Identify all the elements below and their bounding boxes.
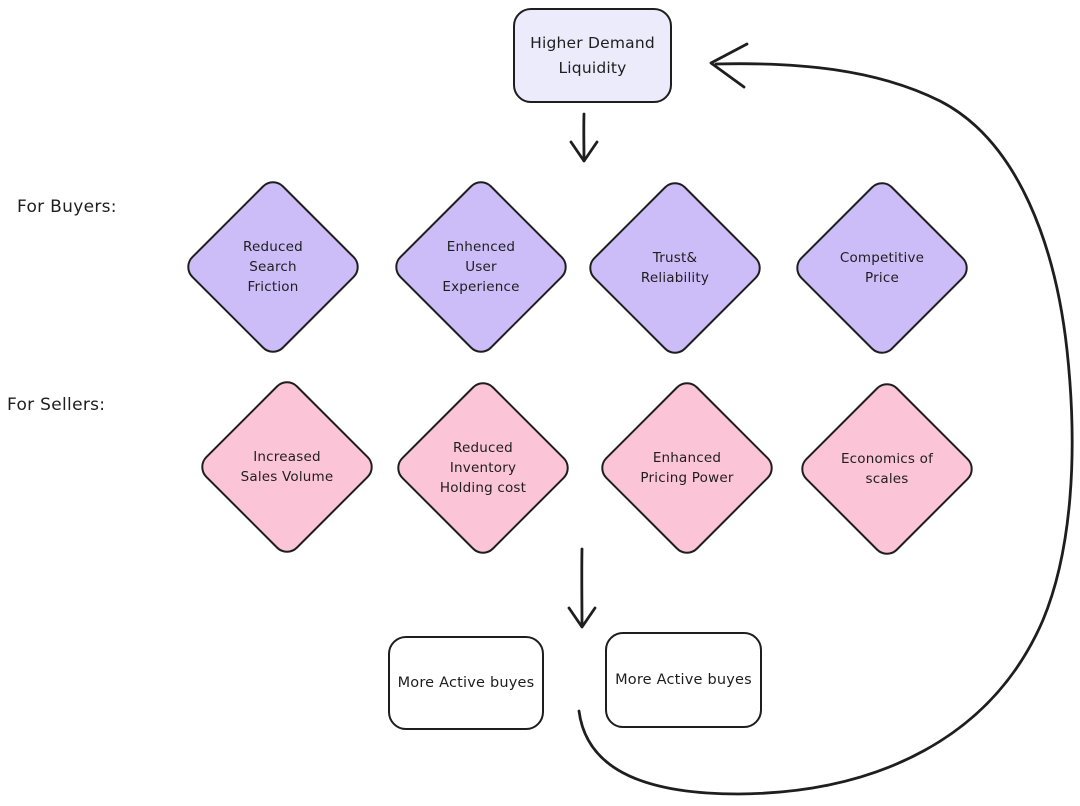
node-label: Higher Demand Liquidity [530,34,655,77]
diamond-label: Increased Sales Volume [240,448,334,485]
arrow-head [569,140,599,163]
arrow-top-down[interactable] [569,112,599,163]
diamond-trust-reliability[interactable]: Trust& Reliability [583,176,767,360]
diamond-competitive-price[interactable]: Competitive Price [790,176,974,360]
diamond-label: Enhanced Pricing Power [640,449,734,486]
arrow-head [709,42,749,89]
node-label: More Active buyes [397,674,535,691]
label-for-sellers: For Sellers: [7,395,106,415]
label-for-buyers: For Buyers: [17,197,117,217]
node-higher-demand-liquidity[interactable]: Higher Demand Liquidity [513,8,672,103]
diamond-label: Trust& Reliability [640,249,710,286]
diamond-increased-sales-volume[interactable]: Increased Sales Volume [195,375,379,559]
diamond-label: Reduced Search Friction [243,238,303,296]
arrow-mid-down[interactable] [567,547,597,629]
diamond-label: Competitive Price [839,249,925,286]
diamond-reduced-search-friction[interactable]: Reduced Search Friction [181,175,365,359]
node-more-active-buyes-right[interactable]: More Active buyes [605,632,762,728]
node-label: More Active buyes [615,671,752,688]
diamond-reduced-inventory-holding-cost[interactable]: Reduced Inventory Holding cost [391,376,575,560]
diamond-economics-of-scales[interactable]: Economics of scales [795,377,979,561]
arrow-head [567,606,597,629]
node-more-active-buyes-left[interactable]: More Active buyes [388,636,544,730]
diamond-label: Reduced Inventory Holding cost [439,439,527,497]
diamond-enhenced-user-experience[interactable]: Enhenced User Experience [389,175,573,359]
diamond-label: Enhenced User Experience [442,238,520,296]
diamond-enhanced-pricing-power[interactable]: Enhanced Pricing Power [595,376,779,560]
diamond-label: Economics of scales [840,450,934,487]
